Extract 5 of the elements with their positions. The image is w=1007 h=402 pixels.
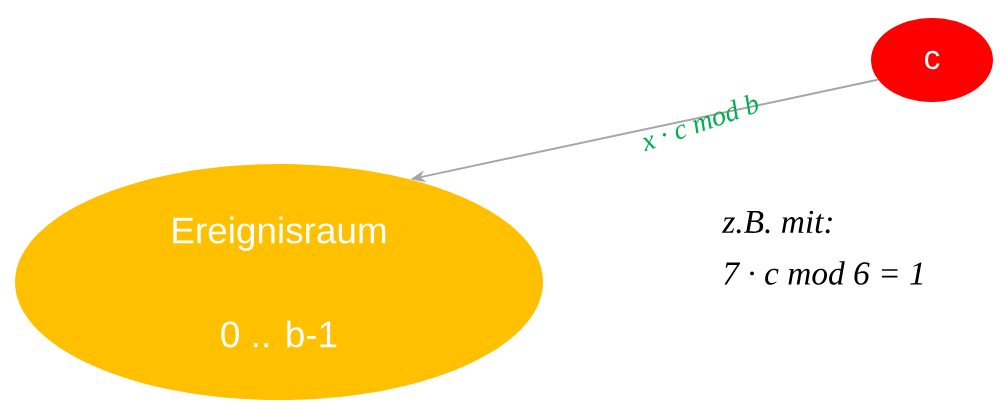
note-text: 7 · c mod 6 = 1 xyxy=(724,261,923,285)
ellipse-node: Ereignisraum 0 .. b-1 xyxy=(15,164,543,400)
note-text: z.B. mit: xyxy=(721,210,832,234)
edge-label: x · c mod b xyxy=(642,94,758,152)
ellipse-node: c xyxy=(871,18,993,102)
